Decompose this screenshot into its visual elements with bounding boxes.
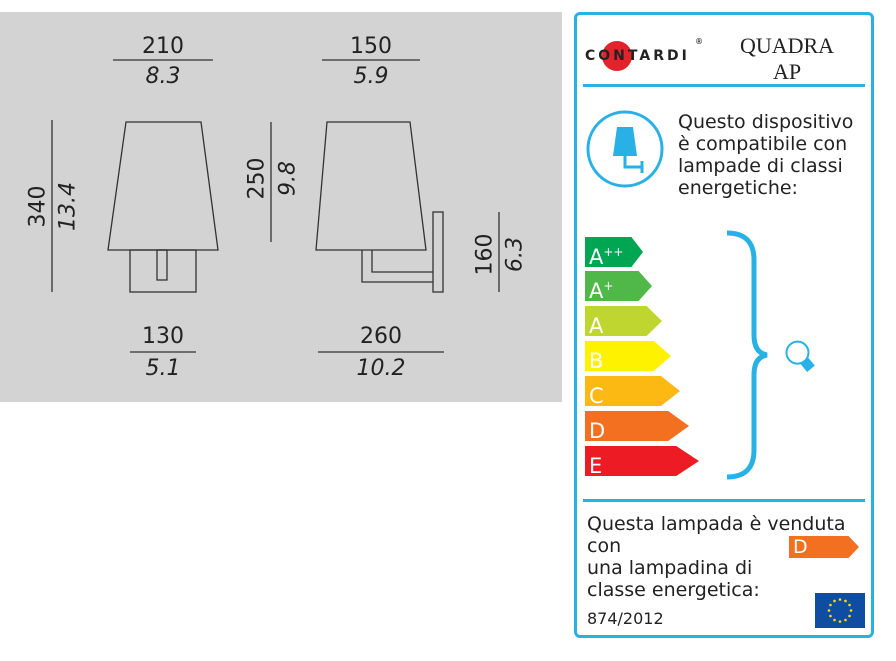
contardi-logo: CONTARDI ® bbox=[585, 37, 705, 71]
energy-class-4: C bbox=[585, 376, 680, 406]
light-bulb-icon bbox=[785, 340, 815, 372]
eu-star bbox=[848, 603, 851, 607]
energy-class-3: B bbox=[585, 341, 671, 371]
compat-line: lampade di classi bbox=[678, 155, 843, 177]
total-height-mm: 340 bbox=[25, 185, 51, 228]
eu-star bbox=[833, 599, 836, 603]
eu-star bbox=[829, 603, 832, 607]
compat-line: energetiche: bbox=[678, 177, 798, 199]
sold-line: classe energetica: bbox=[587, 579, 760, 601]
eu-star bbox=[848, 614, 851, 618]
dimension-drawing-panel bbox=[0, 12, 562, 402]
eu-star bbox=[838, 598, 842, 601]
regulation-number: 874/2012 bbox=[587, 609, 664, 628]
sold-line: una lampadina di bbox=[587, 557, 753, 579]
eu-star bbox=[844, 618, 847, 622]
bracket-height-mm: 160 bbox=[472, 233, 498, 276]
front-width-in: 8.3 bbox=[145, 64, 181, 89]
front-width-mm: 210 bbox=[142, 34, 184, 59]
bracket-height-in: 6.3 bbox=[502, 237, 528, 272]
eu-star bbox=[849, 609, 853, 612]
side-width-in: 5.9 bbox=[353, 64, 389, 89]
energy-class-0: A++ bbox=[585, 237, 643, 267]
eu-flag-icon bbox=[815, 593, 865, 628]
lamp-drawings bbox=[51, 59, 500, 353]
side-shade bbox=[315, 121, 427, 251]
depth-in: 10.2 bbox=[356, 356, 406, 381]
brand-name: CONTARDI bbox=[585, 48, 690, 64]
divider bbox=[583, 499, 865, 502]
compat-line: è compatibile con bbox=[678, 133, 848, 155]
shade-height-in: 9.8 bbox=[275, 161, 301, 196]
bracket-icon bbox=[726, 230, 768, 480]
eu-star bbox=[844, 599, 847, 603]
side-width-mm: 150 bbox=[350, 34, 392, 59]
total-height-in: 13.4 bbox=[55, 182, 81, 231]
front-base bbox=[129, 249, 197, 293]
energy-class-2: A bbox=[585, 306, 662, 336]
eu-star bbox=[838, 620, 842, 623]
shade-height-mm: 250 bbox=[244, 157, 270, 200]
energy-label: CONTARDI ® QUADRA AP Questo dispositivo … bbox=[574, 12, 874, 638]
sold-line: Questa lampada è venduta con bbox=[587, 513, 846, 557]
base-width-mm: 130 bbox=[142, 324, 184, 349]
wall-lamp-icon bbox=[586, 110, 664, 188]
eu-star bbox=[833, 618, 836, 622]
wall-plate bbox=[432, 211, 444, 293]
energy-class-6: E bbox=[585, 446, 699, 476]
depth-mm: 260 bbox=[360, 324, 402, 349]
eu-star bbox=[827, 609, 831, 612]
energy-class-1: A+ bbox=[585, 271, 652, 301]
front-shade bbox=[107, 121, 219, 251]
eu-star bbox=[829, 614, 832, 618]
sold-class-arrow: D bbox=[789, 536, 859, 558]
product-name: QUADRA bbox=[739, 33, 835, 58]
compat-line: Questo dispositivo bbox=[678, 111, 854, 133]
divider bbox=[583, 84, 865, 87]
product-code: AP bbox=[772, 59, 802, 84]
base-width-in: 5.1 bbox=[145, 356, 181, 381]
energy-class-5: D bbox=[585, 411, 689, 441]
